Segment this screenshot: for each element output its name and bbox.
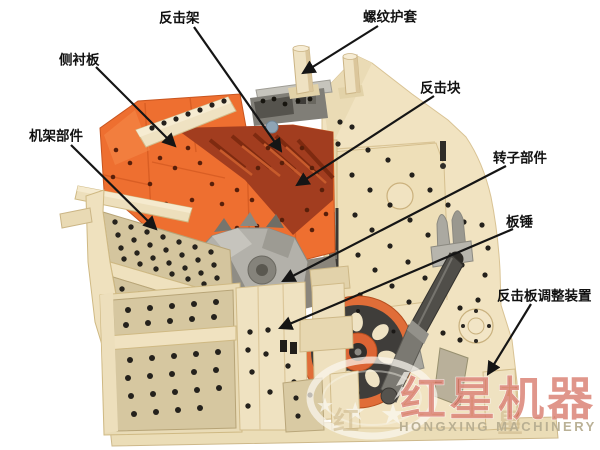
part-label-frame-parts: 机架部件 xyxy=(29,128,83,144)
logo-star-icon: ★ xyxy=(344,398,366,426)
part-label-blow-bar: 板锤 xyxy=(506,214,534,230)
bolt-group xyxy=(321,119,491,343)
label-arrow-impact-frame xyxy=(193,26,283,153)
part-label-threaded-sleeve: 螺纹护套 xyxy=(363,9,417,25)
part-label-rotor-parts: 转子部件 xyxy=(493,150,547,166)
part-label-impact-frame: 反击架 xyxy=(159,10,200,26)
faint-watermark-char-right: 星 xyxy=(497,408,523,438)
bolt-group xyxy=(260,96,313,107)
bolt-group xyxy=(123,299,222,417)
label-arrow-threaded-sleeve xyxy=(301,25,379,75)
watermark-brand-en: HONGXING MACHINERY xyxy=(399,419,597,434)
faint-watermark-char-left: 红 xyxy=(333,406,359,436)
threaded-sleeves xyxy=(288,45,364,99)
part-label-impact-plate-adjuster: 反击板调整装置 xyxy=(497,288,592,304)
label-arrow-impact-block xyxy=(295,95,435,187)
label-arrow-frame-parts xyxy=(70,144,158,231)
brand-watermark: ★ ★ ★ 红 星 红星机器 HONGXING MACHINERY xyxy=(306,356,597,440)
bearing-support xyxy=(282,265,354,433)
label-arrow-rotor-parts xyxy=(281,165,507,282)
logo-star-icon: ★ xyxy=(316,395,334,417)
bolt-group xyxy=(149,98,227,131)
logo-star-icon: ★ xyxy=(380,399,406,431)
bolt-group xyxy=(461,309,491,343)
watermark-brand-cn: 红星机器 xyxy=(400,373,596,425)
logo-lightning-icon xyxy=(394,372,410,400)
label-arrow-impact-plate-adjuster xyxy=(486,303,532,376)
lower-frame-panel xyxy=(99,282,243,436)
label-arrow-blow-bar xyxy=(278,227,514,330)
label-arrow-side-liner-plate xyxy=(95,66,177,148)
impact-frame-beam xyxy=(135,96,237,148)
pivot-hole xyxy=(265,120,279,134)
part-label-impact-block: 反击块 xyxy=(420,80,461,96)
part-label-side-liner-plate: 侧衬板 xyxy=(59,52,100,68)
brand-logo-ellipse: ★ ★ ★ xyxy=(306,356,438,440)
